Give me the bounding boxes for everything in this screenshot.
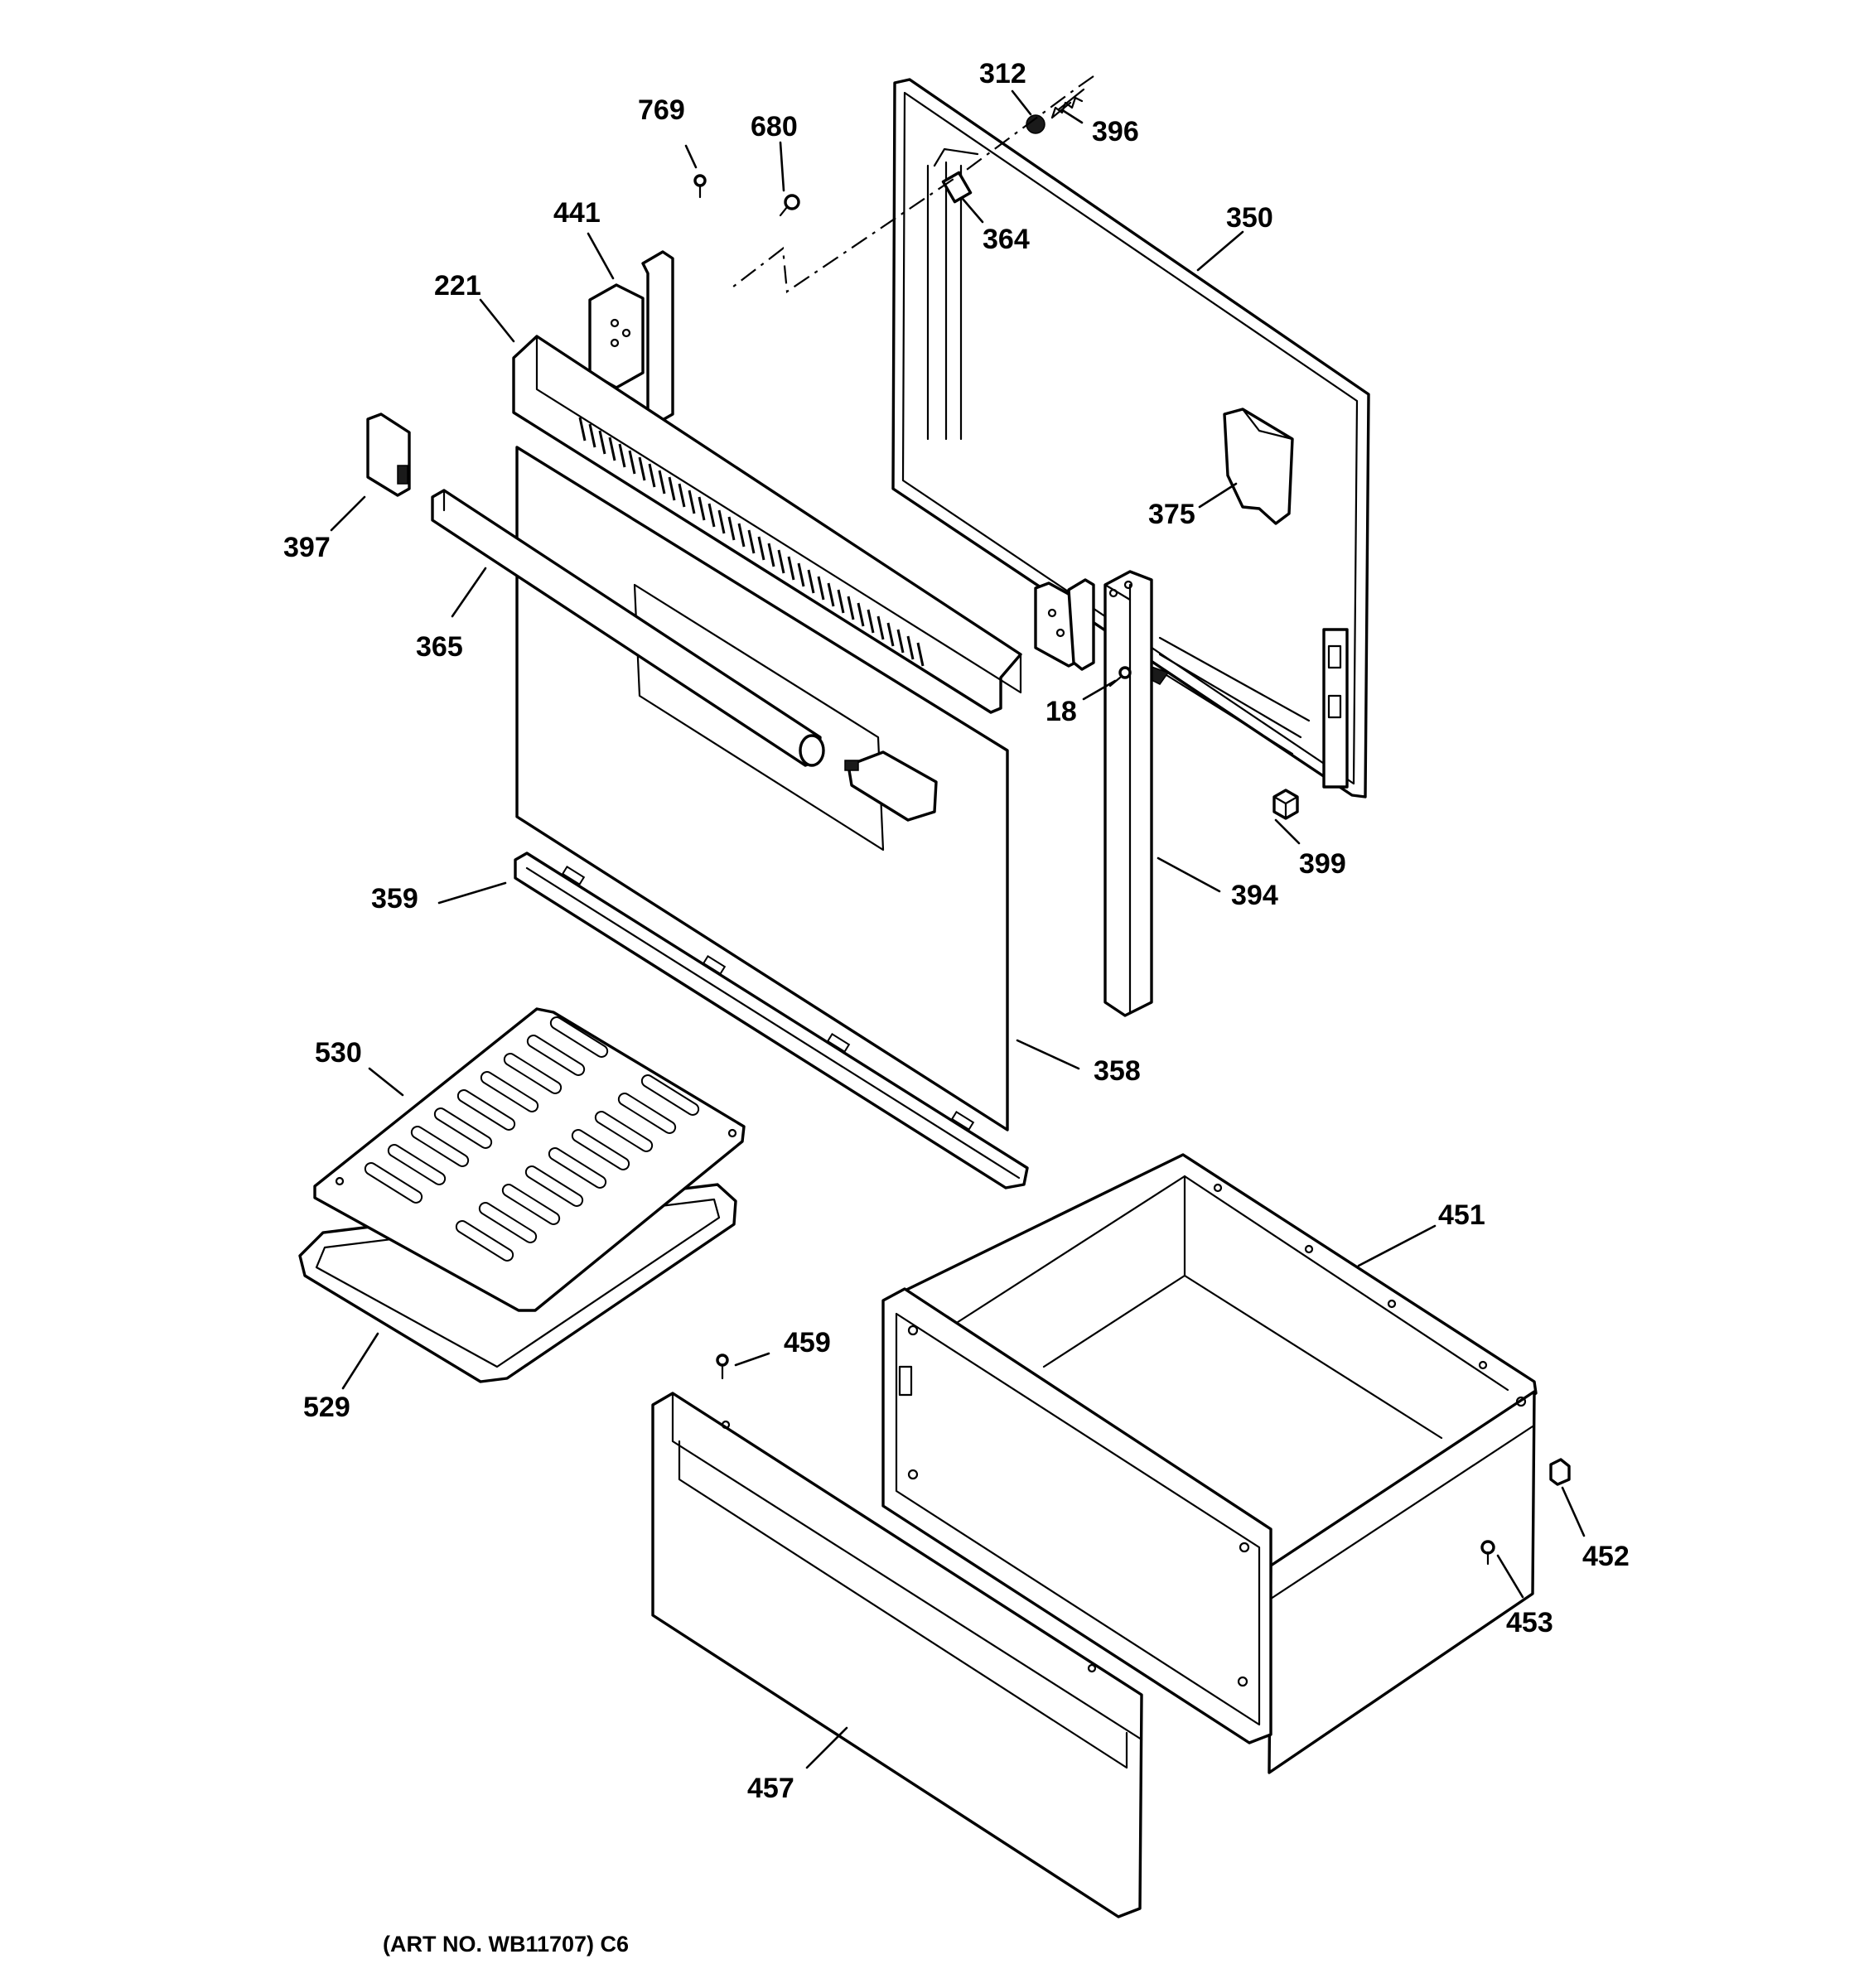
leader-lines: [330, 89, 1586, 1769]
door-trim-part: [514, 852, 1029, 1189]
bumper-part: [1272, 789, 1299, 820]
callout-396: 396: [1092, 116, 1139, 147]
callout-359: 359: [371, 883, 418, 914]
callout-350: 350: [1226, 202, 1273, 234]
hinge-hardware: [728, 75, 1094, 293]
drawer-hardware: [716, 1353, 1571, 1566]
callout-441: 441: [553, 197, 601, 229]
door-handle-part: [431, 489, 938, 822]
callout-529: 529: [303, 1392, 350, 1423]
callout-459: 459: [784, 1327, 831, 1358]
callout-364: 364: [983, 224, 1030, 255]
vent-trim-part: [512, 335, 1022, 714]
drawer-front-part: [651, 1392, 1143, 1918]
art-number-caption: (ART NO. WB11707) C6: [383, 1932, 630, 1957]
broiler-grid-part: [313, 1007, 746, 1312]
side-trim-part: [1034, 570, 1153, 1017]
end-cap-part: [366, 413, 411, 497]
callout-221: 221: [434, 270, 481, 302]
callout-365: 365: [416, 631, 463, 663]
callout-451: 451: [1438, 1199, 1485, 1231]
callout-530: 530: [315, 1037, 362, 1069]
drawer-body-part: [881, 1153, 1538, 1774]
vent-slots: [578, 417, 925, 667]
bracket-part: [588, 250, 674, 422]
callout-397: 397: [283, 532, 331, 563]
callout-18: 18: [1045, 696, 1077, 727]
callout-394: 394: [1231, 880, 1278, 911]
callout-375: 375: [1148, 499, 1195, 530]
callout-769: 769: [638, 94, 685, 126]
callout-453: 453: [1506, 1607, 1553, 1638]
callout-358: 358: [1094, 1055, 1141, 1087]
small-screws: [693, 174, 800, 217]
callout-680: 680: [751, 111, 798, 142]
grid-slots: [364, 1016, 700, 1262]
callout-457: 457: [747, 1773, 794, 1804]
door-liner-part: [891, 78, 1370, 799]
callout-312: 312: [979, 58, 1026, 89]
callout-399: 399: [1299, 848, 1346, 880]
callout-452: 452: [1582, 1541, 1630, 1572]
